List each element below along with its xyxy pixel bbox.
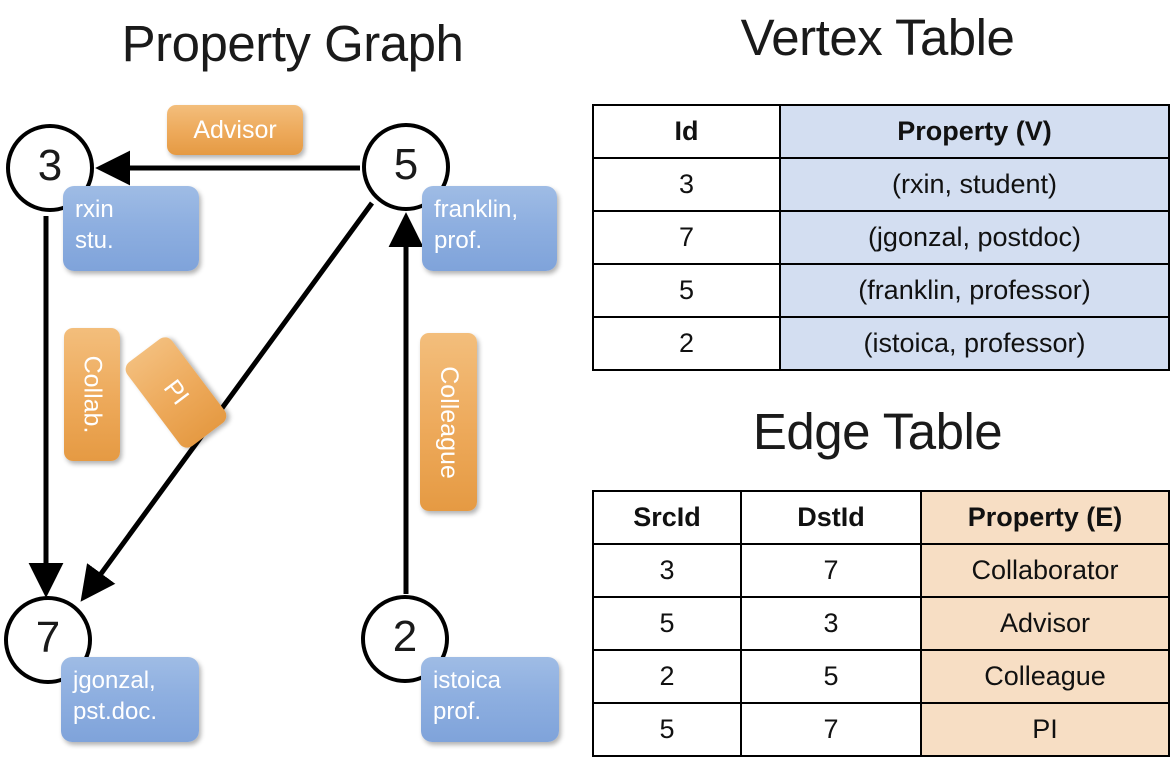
graph-node-5[interactable]: 5	[362, 123, 450, 211]
edge-label-colleague-text: Colleague	[435, 365, 463, 479]
property-graph-diagram: 3 5 7 2 rxin stu. franklin, prof. jgonza…	[4, 105, 559, 742]
edge-cell-dstid: 3	[740, 596, 922, 651]
edge-cell-srcid: 5	[592, 702, 742, 757]
table-row[interactable]: 3 (rxin, student)	[592, 157, 1170, 212]
edge-cell-property: Colleague	[920, 649, 1170, 704]
node-property-line-1: istoica	[433, 667, 502, 694]
node-property-line-2: prof.	[433, 697, 482, 725]
table-row[interactable]: 3 7 Collaborator	[592, 543, 1170, 598]
edge-label-pi-text: PI	[158, 374, 195, 411]
node-property-line-1: rxin	[75, 196, 114, 223]
edge-cell-srcid: 3	[592, 543, 742, 598]
vertex-cell-property: (jgonzal, postdoc)	[779, 210, 1170, 265]
graph-node-2[interactable]: 2	[361, 595, 449, 683]
vertex-header-property: Property (V)	[779, 104, 1170, 159]
table-row[interactable]: 5 (franklin, professor)	[592, 263, 1170, 318]
edge-cell-dstid: 7	[740, 543, 922, 598]
node-property-line-2: pst.doc.	[73, 697, 158, 725]
vertex-cell-property: (istoica, professor)	[779, 316, 1170, 371]
node-property-line-2: prof.	[434, 226, 483, 254]
page-title-edge-table: Edge Table	[752, 403, 1003, 460]
graph-node-5-label: 5	[393, 140, 419, 189]
edge-cell-srcid: 5	[592, 596, 742, 651]
edge-5-to-7-pi	[80, 201, 375, 602]
vertex-cell-id: 5	[592, 263, 781, 318]
edge-cell-property: Collaborator	[920, 543, 1170, 598]
edge-cell-srcid: 2	[592, 649, 742, 704]
edge-label-advisor[interactable]: Advisor	[167, 105, 303, 155]
edge-label-collab[interactable]: Collab.	[64, 328, 120, 461]
edge-table: SrcId DstId Property (E) 3 7 Collaborato…	[592, 490, 1170, 757]
table-row[interactable]: 5 3 Advisor	[592, 596, 1170, 651]
edge-header-property: Property (E)	[920, 490, 1170, 545]
vertex-cell-property: (franklin, professor)	[779, 263, 1170, 318]
edge-cell-property: PI	[920, 702, 1170, 757]
vertex-cell-id: 3	[592, 157, 781, 212]
table-header-row: SrcId DstId Property (E)	[592, 490, 1170, 545]
node-property-box-franklin[interactable]: franklin, prof.	[422, 186, 557, 271]
edge-label-advisor-text: Advisor	[193, 115, 277, 144]
edge-cell-property: Advisor	[920, 596, 1170, 651]
node-property-line-1: jgonzal,	[73, 667, 156, 694]
graph-node-2-label: 2	[392, 612, 418, 661]
edge-label-colleague[interactable]: Colleague	[420, 333, 477, 511]
vertex-header-id: Id	[592, 104, 781, 159]
vertex-cell-id: 2	[592, 316, 781, 371]
graph-node-3-label: 3	[37, 141, 63, 190]
node-property-box-rxin[interactable]: rxin stu.	[63, 186, 199, 271]
edge-label-collab-text: Collab.	[78, 355, 107, 434]
node-property-line-2: stu.	[75, 226, 114, 254]
edge-header-srcid: SrcId	[592, 490, 742, 545]
graph-node-7-label: 7	[35, 613, 61, 662]
table-row[interactable]: 2 (istoica, professor)	[592, 316, 1170, 371]
edge-header-dstid: DstId	[740, 490, 922, 545]
node-property-box-jgonzal[interactable]: jgonzal, pst.doc.	[61, 657, 199, 742]
edge-cell-dstid: 5	[740, 649, 922, 704]
table-row[interactable]: 5 7 PI	[592, 702, 1170, 757]
page-title-property-graph: Property Graph	[121, 15, 464, 72]
table-row[interactable]: 2 5 Colleague	[592, 649, 1170, 704]
vertex-cell-property: (rxin, student)	[779, 157, 1170, 212]
table-header-row: Id Property (V)	[592, 104, 1170, 159]
node-property-line-1: franklin,	[434, 196, 519, 223]
edge-cell-dstid: 7	[740, 702, 922, 757]
vertex-cell-id: 7	[592, 210, 781, 265]
graph-edges-svg	[28, 150, 424, 602]
vertex-table: Id Property (V) 3 (rxin, student) 7 (jgo…	[592, 104, 1170, 371]
table-row[interactable]: 7 (jgonzal, postdoc)	[592, 210, 1170, 265]
node-property-box-istoica[interactable]: istoica prof.	[421, 657, 559, 742]
page-title-vertex-table: Vertex Table	[740, 9, 1015, 66]
